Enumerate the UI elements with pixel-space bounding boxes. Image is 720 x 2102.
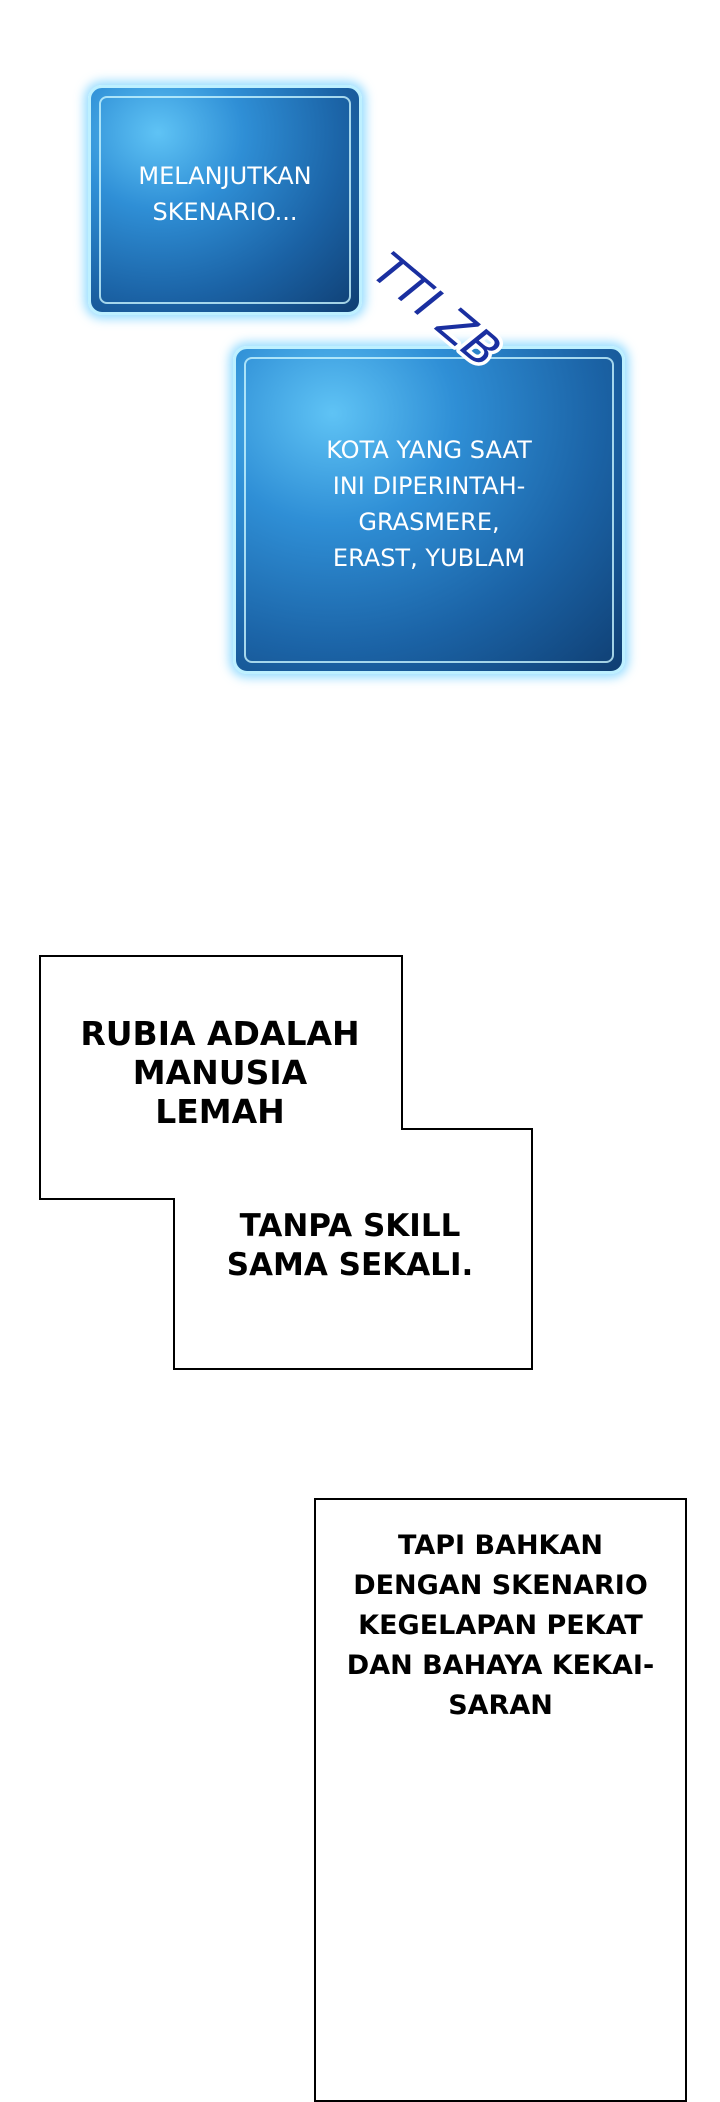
text-line: SARAN bbox=[448, 1690, 553, 1721]
text-line: MELANJUTKAN bbox=[138, 162, 312, 190]
text-line: RUBIA ADALAH bbox=[80, 1014, 360, 1053]
text-line: MANUSIA bbox=[132, 1053, 308, 1092]
text-line: LEMAH bbox=[155, 1092, 285, 1131]
system-window-1-text: MELANJUTKAN SKENARIO... bbox=[91, 158, 359, 230]
text-line: GRASMERE, bbox=[358, 508, 500, 536]
text-line: ERAST, YUBLAM bbox=[332, 544, 526, 572]
text-line: SKENARIO... bbox=[152, 198, 298, 226]
text-line: INI DIPERINTAH- bbox=[332, 472, 526, 500]
text-line: DENGAN SKENARIO bbox=[353, 1570, 648, 1601]
text-line: TANPA SKILL bbox=[239, 1208, 461, 1244]
sound-effect-text: TTI ZB bbox=[363, 242, 511, 378]
text-line: KEGELAPAN PEKAT bbox=[358, 1610, 643, 1641]
text-line: DAN BAHAYA KEKAI- bbox=[346, 1650, 655, 1681]
system-window-2: KOTA YANG SAAT INI DIPERINTAH- GRASMERE,… bbox=[233, 346, 625, 674]
text-line: KOTA YANG SAAT bbox=[326, 436, 532, 464]
narration-box-1-bottom-text: TANPA SKILL SAMA SEKALI. bbox=[220, 1207, 480, 1285]
narration-box-2: TAPI BAHKAN DENGAN SKENARIO KEGELAPAN PE… bbox=[314, 1498, 687, 2102]
narration-box-1-outline bbox=[39, 955, 533, 1370]
text-line: TAPI BAHKAN bbox=[398, 1530, 603, 1561]
text-line: SAMA SEKALI. bbox=[226, 1247, 474, 1283]
narration-box-2-text: TAPI BAHKAN DENGAN SKENARIO KEGELAPAN PE… bbox=[316, 1526, 685, 1726]
system-window-2-text: KOTA YANG SAAT INI DIPERINTAH- GRASMERE,… bbox=[236, 432, 622, 576]
sound-effect: TTI ZB bbox=[359, 239, 514, 382]
system-window-1: MELANJUTKAN SKENARIO... bbox=[88, 85, 362, 315]
narration-box-1-top-text: RUBIA ADALAH MANUSIA LEMAH bbox=[70, 1014, 370, 1131]
